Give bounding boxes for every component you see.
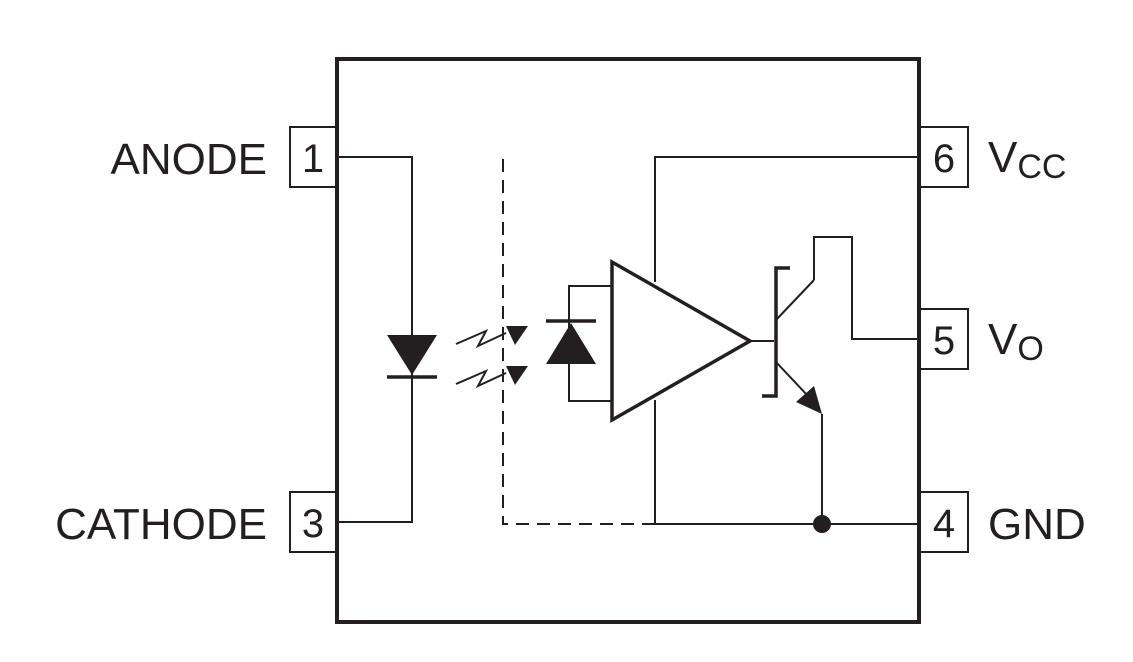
isolation-barrier	[502, 159, 655, 525]
pin-3-name: CATHODE	[55, 500, 267, 549]
gnd-rail	[654, 400, 919, 525]
pin-5-box	[919, 308, 969, 370]
pin-4-name: GND	[988, 500, 1086, 549]
pin-1-number: 1	[302, 137, 324, 181]
output-transistor-icon	[750, 236, 919, 524]
amplifier-icon	[610, 258, 754, 424]
pin-1-name: ANODE	[111, 135, 267, 184]
pin-6-number: 6	[933, 137, 955, 181]
pin-4-number: 4	[933, 502, 955, 546]
led-diode-icon	[387, 335, 437, 375]
pin-5-name: VO	[988, 315, 1044, 368]
ground-junction-dot	[813, 515, 831, 533]
photodiode-icon	[546, 323, 596, 364]
pin-3-box	[289, 491, 337, 553]
light-arrows-icon	[455, 326, 528, 389]
pin-6-name: VCC	[988, 133, 1066, 186]
pin-6-box	[919, 126, 969, 188]
vcc-rail	[654, 156, 919, 282]
pin-5-number: 5	[933, 319, 955, 363]
pin-4-box	[919, 491, 969, 553]
pin-1-box	[289, 126, 337, 188]
pin-3-number: 3	[302, 502, 324, 546]
